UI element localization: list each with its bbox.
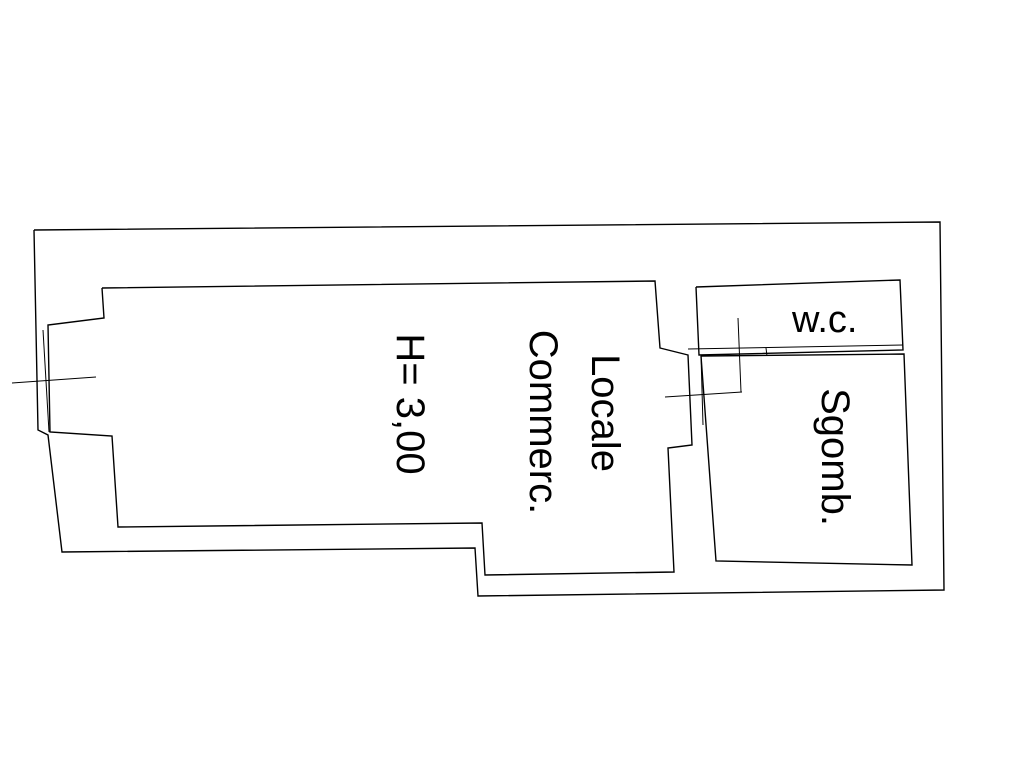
outer-wall [33, 221, 945, 597]
opening-marker [765, 347, 768, 357]
height-label: H= 3,00 [388, 333, 432, 474]
opening-marker [700, 354, 704, 426]
commerciale-label: Commerc. [521, 330, 565, 514]
wc-label: w.c. [791, 299, 857, 341]
wc-room [695, 279, 904, 356]
locale-commerciale-room [47, 280, 693, 576]
opening-marker [42, 329, 50, 433]
opening-marker [11, 376, 97, 384]
sgombero-room [700, 353, 913, 566]
opening-marker [664, 391, 743, 398]
opening-marker [737, 317, 742, 393]
partition-line [687, 344, 904, 350]
sgombero-label: Sgomb. [813, 388, 857, 526]
locale-label: Locale [583, 354, 627, 472]
